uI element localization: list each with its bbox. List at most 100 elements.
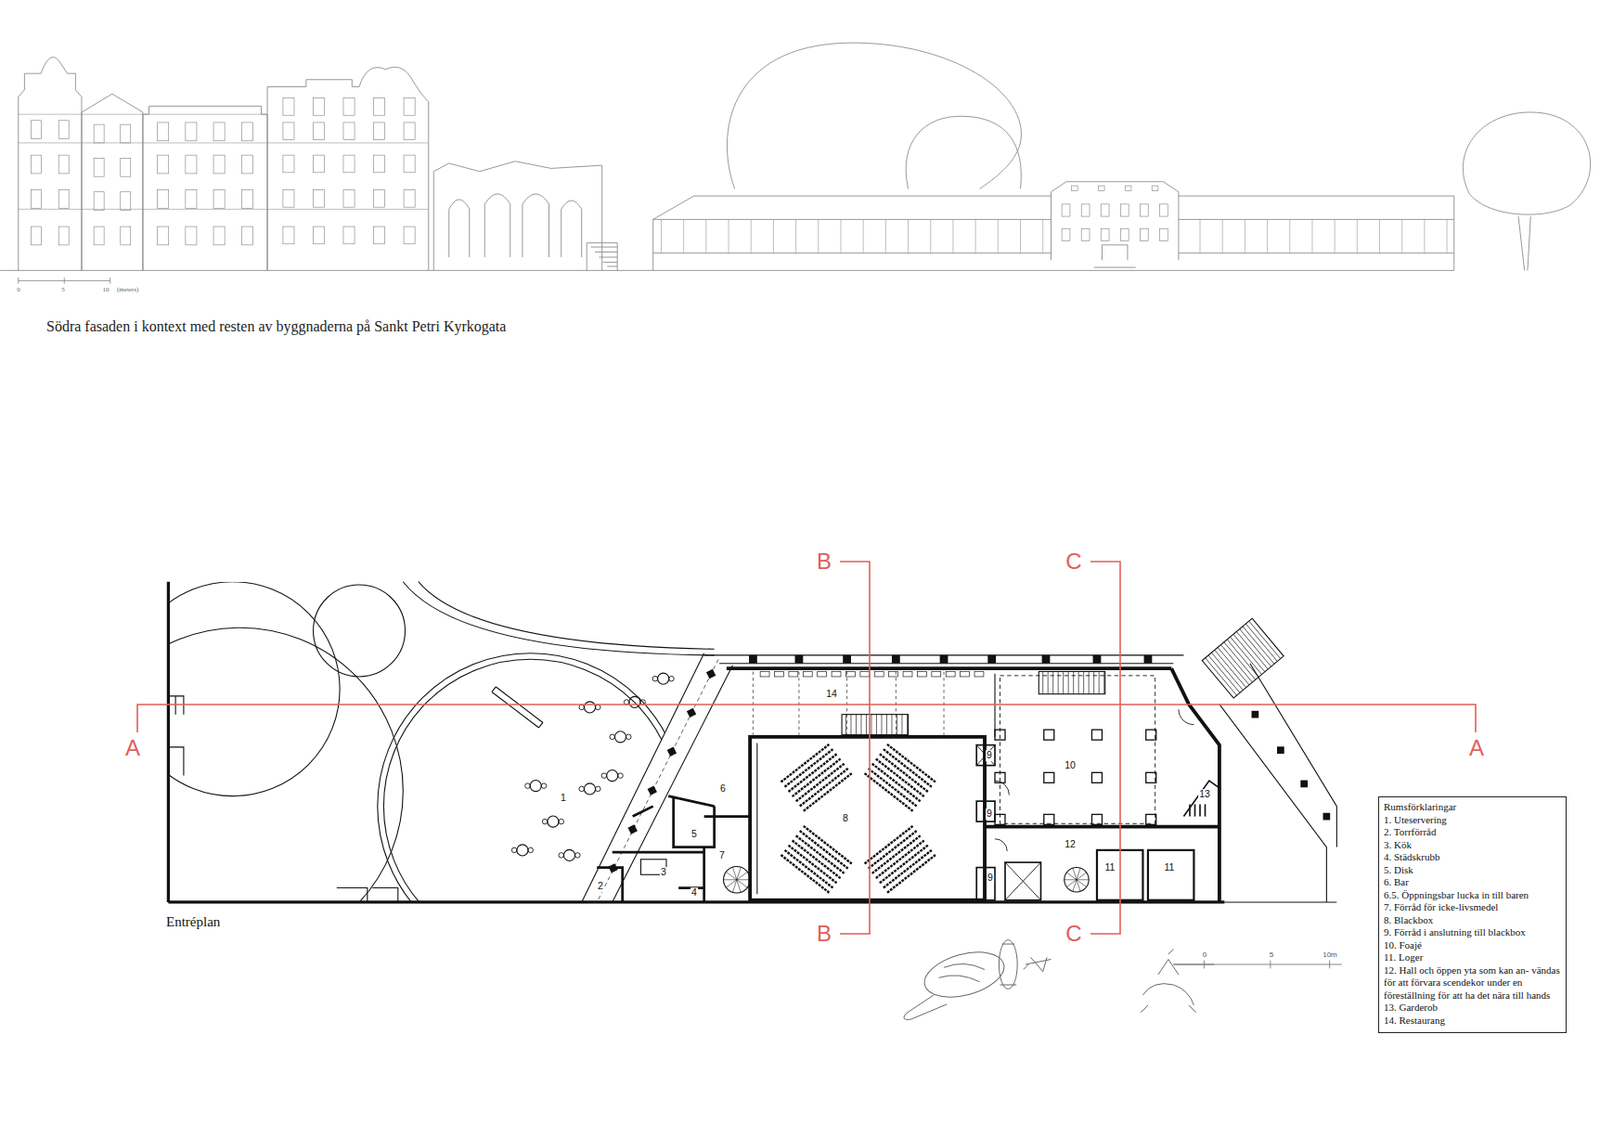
mullion: [839, 219, 841, 253]
seating: [788, 753, 838, 792]
ground-line: [0, 270, 1455, 271]
seating: [864, 825, 914, 865]
column: [1251, 710, 1260, 719]
room-number: 11: [1163, 862, 1176, 874]
spiral-stair: [1072, 867, 1077, 880]
beam-line: [798, 670, 800, 735]
column: [1044, 813, 1055, 825]
section-marker: C: [1065, 921, 1082, 946]
scale-bar: [18, 277, 111, 284]
window: [1124, 185, 1132, 191]
stair-tread: [1083, 670, 1084, 694]
table: [802, 670, 813, 676]
spiral-stair: [736, 879, 741, 893]
window: [31, 190, 42, 209]
spiral-stair: [1076, 879, 1087, 888]
mullion: [907, 219, 909, 253]
table: [629, 696, 641, 708]
table: [903, 670, 913, 676]
stair-tread: [896, 714, 898, 736]
chair: [575, 852, 581, 858]
column: [1044, 729, 1055, 740]
storage-box: [976, 867, 995, 901]
beam-line: [846, 670, 848, 735]
table: [817, 670, 827, 676]
mullion: [1423, 219, 1425, 253]
church-ruin: [433, 161, 602, 271]
section-marker: A: [1469, 735, 1484, 761]
stair-tread: [1042, 670, 1044, 694]
window: [120, 124, 131, 143]
stair-tread: [1098, 670, 1100, 694]
mullion: [1356, 219, 1358, 253]
column: [607, 863, 618, 873]
window: [157, 122, 169, 142]
room-number: 14: [825, 688, 839, 700]
seating: [868, 768, 917, 807]
table: [831, 670, 841, 676]
chair: [541, 783, 546, 788]
plan-sketch: [1173, 960, 1342, 969]
window: [343, 190, 355, 208]
mullion: [997, 219, 999, 253]
landscape-circle: [377, 653, 684, 960]
table: [583, 701, 595, 713]
window: [93, 192, 104, 211]
scale-number: 0: [16, 286, 21, 295]
chair: [626, 734, 632, 739]
room-number: 11: [1104, 862, 1117, 874]
window: [1081, 228, 1090, 241]
window: [1159, 228, 1168, 241]
mullion: [750, 219, 752, 253]
window: [403, 154, 415, 173]
chair: [618, 773, 623, 778]
seating: [872, 835, 921, 874]
chair: [595, 704, 601, 710]
hanger: [1188, 803, 1191, 816]
mullion: [952, 219, 954, 253]
section-marker: A: [125, 735, 141, 761]
chair: [528, 847, 533, 852]
stair-tread: [1103, 670, 1105, 694]
table: [916, 670, 927, 676]
window: [312, 98, 324, 117]
window: [283, 98, 295, 117]
building-outline: [81, 93, 143, 271]
seating: [796, 763, 845, 802]
window: [58, 120, 69, 140]
stair-tread: [860, 714, 862, 736]
window: [343, 122, 355, 141]
caption: Södra fasaden i kontext med resten av by…: [46, 318, 506, 336]
stair-tread: [876, 714, 878, 736]
table: [889, 670, 899, 676]
column: [647, 785, 658, 795]
window: [1081, 204, 1090, 217]
hanger: [1204, 803, 1207, 816]
seating: [784, 850, 833, 889]
hanger: [1199, 803, 1201, 816]
seating: [879, 845, 929, 884]
room-number: 2: [596, 880, 605, 892]
kitchen-wall: [596, 796, 750, 903]
seating: [868, 830, 917, 869]
window: [1120, 228, 1129, 241]
seating: [780, 744, 829, 783]
table: [960, 670, 970, 676]
stair: [1038, 670, 1105, 694]
tree-crown: [905, 116, 1021, 189]
window: [1139, 228, 1149, 241]
room-number: 9: [985, 808, 994, 820]
stair: [1201, 618, 1284, 698]
building-outline: [142, 105, 268, 271]
scale-number: 0: [1202, 951, 1207, 960]
window: [185, 122, 197, 142]
column: [1044, 772, 1055, 783]
table: [583, 783, 595, 795]
section-line: [137, 561, 1476, 934]
seating: [864, 773, 914, 812]
mullion: [1311, 219, 1313, 253]
legend-item: 3. Kök: [1383, 838, 1562, 852]
window: [1100, 228, 1110, 241]
scale-number: 10m: [1322, 951, 1338, 960]
